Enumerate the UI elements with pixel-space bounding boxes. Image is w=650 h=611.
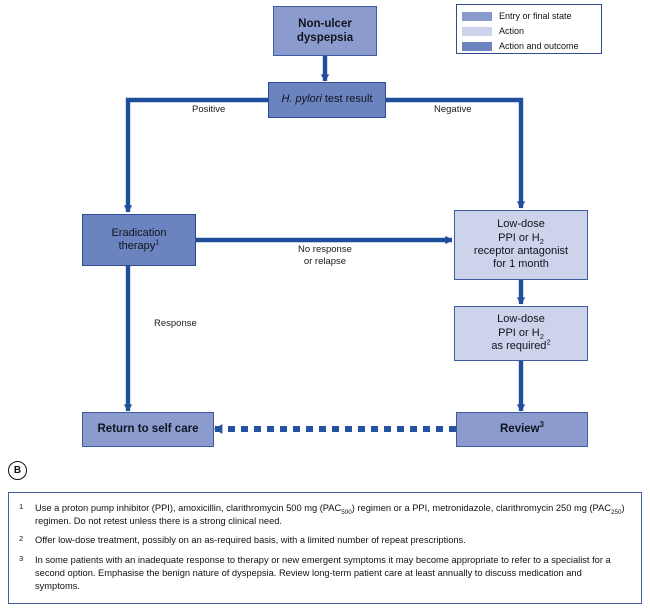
node-line-4: for 1 month [493, 258, 549, 271]
footnote-text: Offer low-dose treatment, possibly on an… [35, 535, 466, 546]
node-low-dose-ppi-one-month: Low-dose PPI or H2 receptor antagonist f… [454, 210, 588, 280]
footnote-item: 2 Offer low-dose treatment, possibly on … [19, 534, 629, 547]
legend-label: Action and outcome [499, 41, 579, 51]
legend: Entry or final state Action Action and o… [456, 4, 602, 54]
panel-label-b: B [8, 461, 27, 480]
edge-label-text: Positive [192, 104, 226, 115]
node-line-1: Low-dose [497, 313, 545, 326]
legend-item-action-outcome: Action and outcome [462, 39, 596, 53]
footnote-marker: 3 [19, 553, 24, 563]
node-text: Review [500, 423, 540, 436]
node-line-3: receptor antagonist [473, 245, 569, 257]
action-outcome-swatch [462, 41, 492, 51]
legend-label: Action [499, 26, 525, 36]
node-h-pylori-test-result: H. pylori test result [268, 82, 386, 118]
edge-label-positive: Positive [192, 104, 225, 116]
legend-label: Entry or final state [499, 11, 572, 21]
action-swatch [462, 26, 492, 36]
subscript-2: 2 [539, 236, 544, 246]
node-line-2: dyspepsia [296, 32, 354, 44]
node-line-2: PPI or H [498, 231, 540, 244]
node-line-1: Non-ulcer [298, 17, 352, 30]
edge-label-response: Response [154, 318, 197, 330]
node-text-rest: test result [321, 93, 373, 106]
edge-label-no-response-or-relapse: No response or relapse [298, 244, 352, 268]
connector-test-to-eradication [123, 97, 270, 213]
node-low-dose-ppi-as-required: Low-dose PPI or H2 as required2 [454, 306, 588, 361]
connector-test-to-lowdose [385, 97, 526, 209]
node-text-italic: H. pylori [281, 93, 322, 106]
edge-label-text: Negative [434, 104, 472, 115]
panel-label-text: B [13, 465, 22, 476]
node-line-3: as required [491, 340, 547, 353]
edge-label-line-2: or relapse [303, 255, 347, 267]
footnote-marker: 1 [19, 502, 24, 511]
legend-item-action: Action [462, 24, 596, 38]
footnote-ref: 3 [539, 420, 544, 430]
entry-state-swatch [462, 11, 492, 21]
footnote-text: In some patients with an inadequate resp… [35, 554, 611, 591]
node-review: Review3 [456, 412, 588, 447]
footnote-marker: 2 [19, 534, 24, 544]
footnote-ref: 2 [546, 337, 551, 347]
footnote-text: Use a proton pump inhibitor (PPI), amoxi… [35, 503, 625, 527]
legend-item-entry-state: Entry or final state [462, 9, 596, 23]
node-eradication-therapy: Eradication therapy1 [82, 214, 196, 266]
node-line-2: therapy [118, 240, 156, 252]
footnote-item: 3 In some patients with an inadequate re… [19, 554, 629, 594]
node-line-1: Low-dose [497, 218, 545, 231]
node-return-to-self-care: Return to self care [82, 412, 214, 447]
footnotes-box: 1 Use a proton pump inhibitor (PPI), amo… [8, 492, 642, 604]
node-non-ulcer-dyspepsia: Non-ulcer dyspepsia [273, 6, 377, 56]
node-line-2: PPI or H [498, 326, 540, 339]
edge-label-text: Response [154, 318, 197, 329]
footnote-ref: 1 [155, 237, 160, 247]
edge-label-line-1: No response [298, 244, 352, 255]
footnote-item: 1 Use a proton pump inhibitor (PPI), amo… [19, 502, 629, 528]
node-text: Return to self care [97, 423, 199, 436]
edge-label-negative: Negative [434, 104, 472, 116]
node-line-1: Eradication [111, 226, 167, 239]
subscript-2: 2 [539, 331, 544, 341]
